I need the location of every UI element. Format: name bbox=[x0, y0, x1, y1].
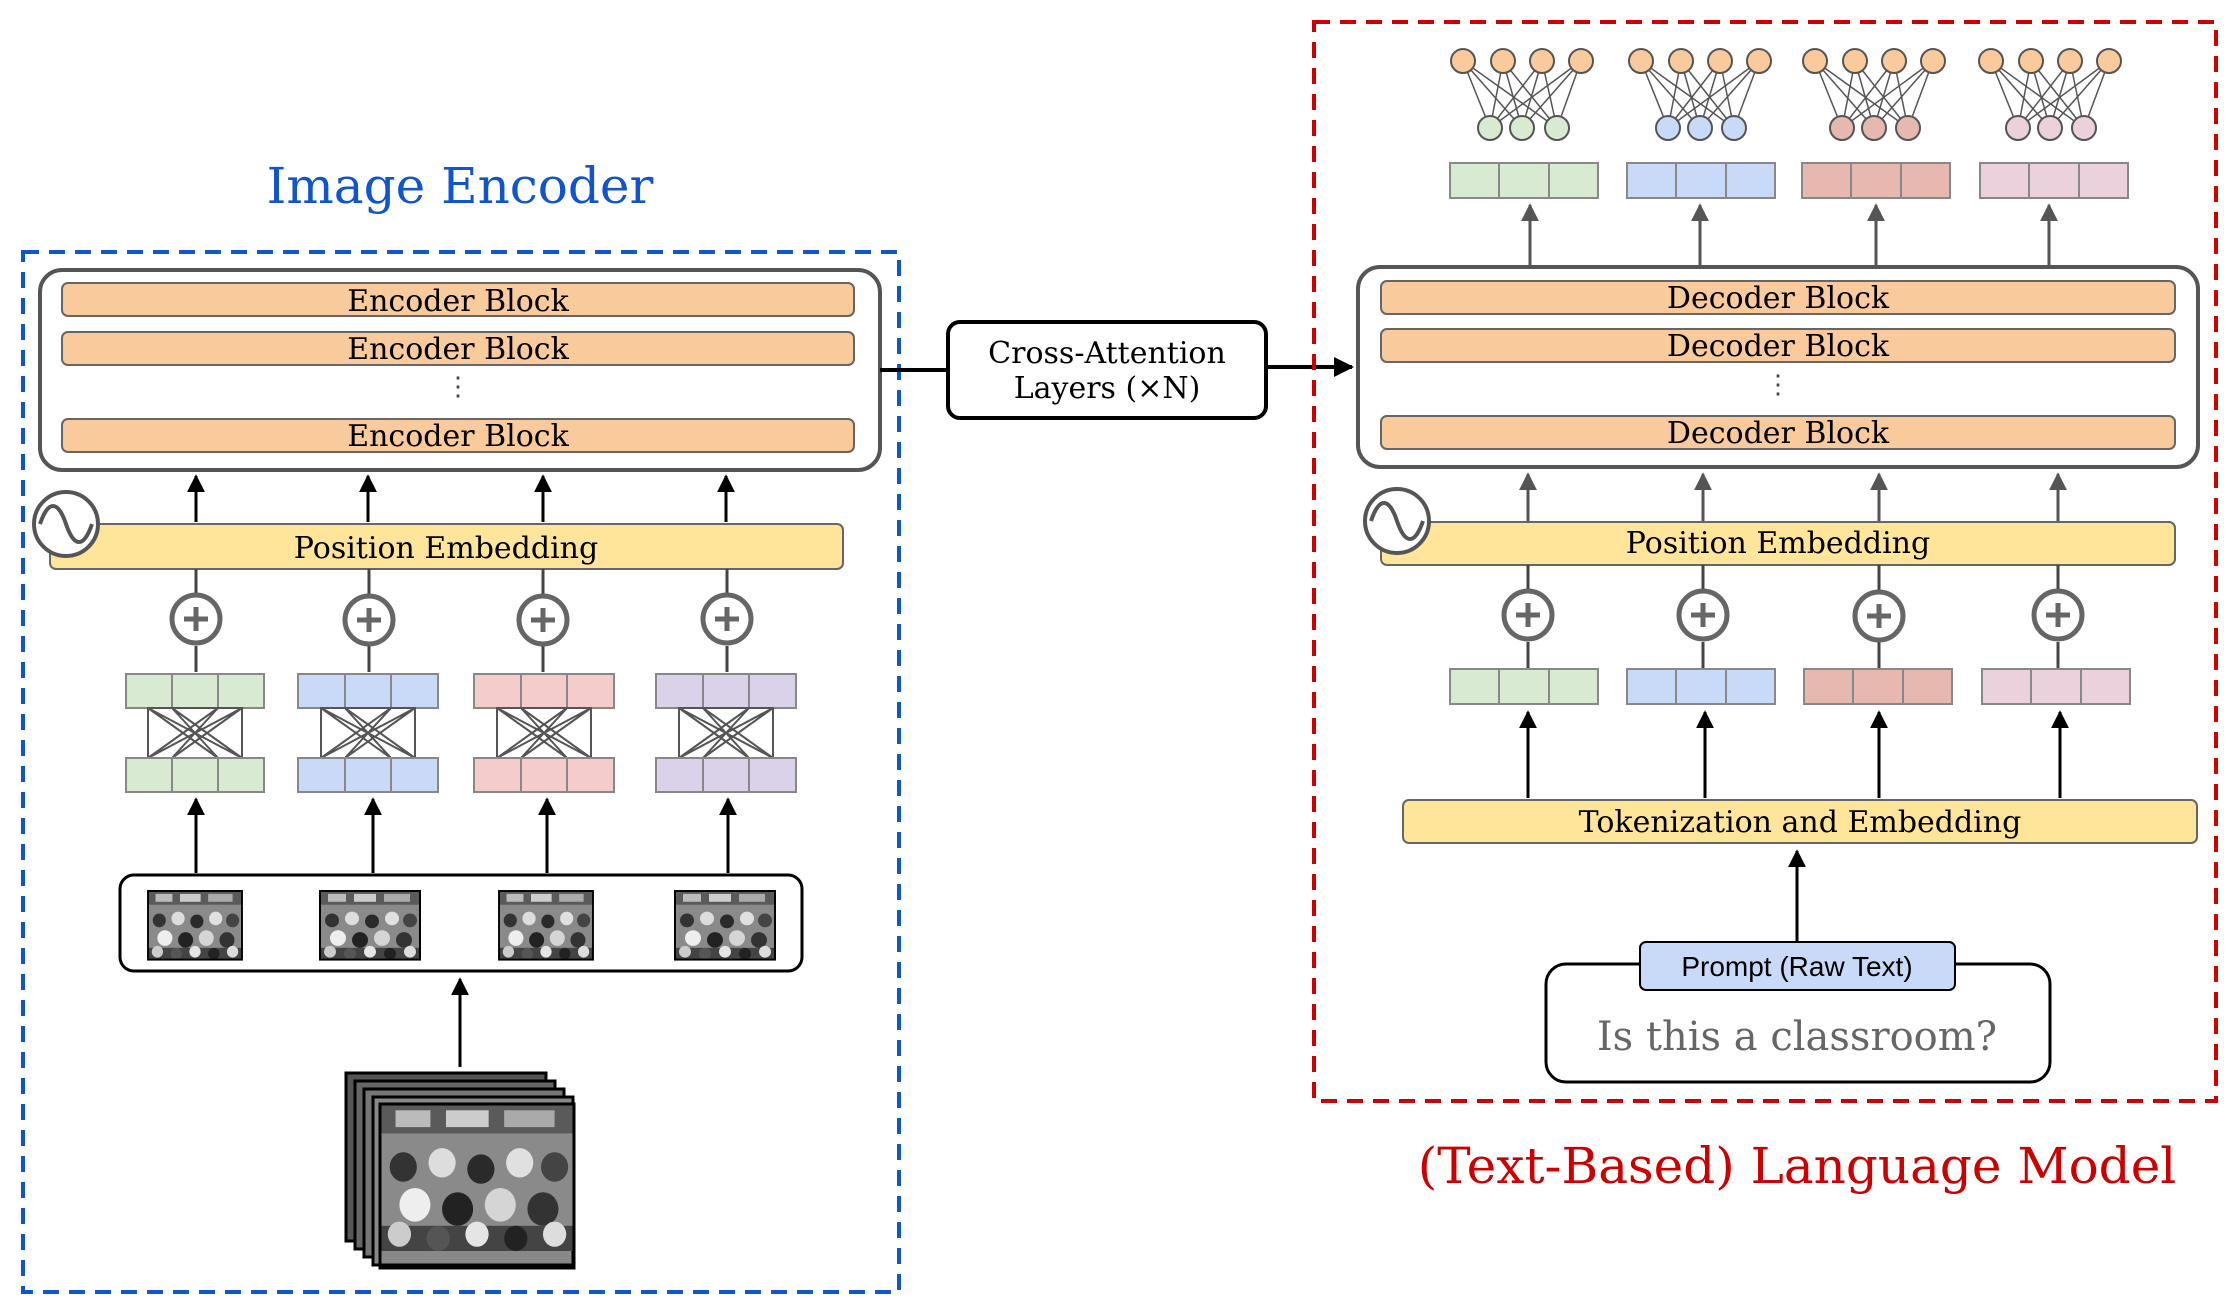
neural-network-icon bbox=[1450, 48, 1594, 141]
cross-attention-line1: Cross-Attention bbox=[988, 336, 1226, 371]
encoder-block-3: Encoder Block bbox=[61, 418, 855, 454]
decoder-block-label: Decoder Block bbox=[1667, 329, 1890, 364]
cross-connection-icon bbox=[147, 707, 243, 759]
cross-attention-box bbox=[946, 320, 1268, 420]
cross-connection-icon bbox=[320, 707, 416, 759]
tokenization-embedding bbox=[1402, 799, 2198, 844]
input-token-group-3 bbox=[1803, 668, 1953, 705]
prompt-label-box bbox=[1639, 941, 1956, 991]
encoder-block-label: Encoder Block bbox=[347, 419, 569, 454]
frame-to-patch-arrows bbox=[187, 797, 737, 873]
encoder-block-2: Encoder Block bbox=[61, 331, 855, 367]
plus-circle-icon bbox=[700, 592, 754, 646]
decoder-position-embedding-label: Position Embedding bbox=[1626, 526, 1930, 561]
video-frame-stack bbox=[344, 1071, 576, 1270]
output-token-group-3 bbox=[1801, 162, 1951, 199]
output-token-group-2 bbox=[1626, 162, 1776, 199]
plus-circle-icon bbox=[1501, 588, 1555, 642]
encoder-frame bbox=[21, 250, 901, 1294]
classroom-photo-icon bbox=[498, 890, 594, 961]
language-model-title: (Text-Based) Language Model bbox=[1418, 1137, 2177, 1195]
neural-network-icon bbox=[1978, 48, 2122, 141]
decoder-plus-connectors bbox=[1526, 565, 2060, 668]
plus-circle-icon bbox=[169, 592, 223, 646]
neural-network-icon bbox=[1628, 48, 1772, 141]
encoder-plus-connectors bbox=[194, 569, 729, 672]
sine-wave-icon bbox=[1363, 487, 1431, 555]
encoder-ellipsis: ⋮ bbox=[445, 372, 471, 402]
plus-circle-icon bbox=[2031, 588, 2085, 642]
classroom-photo-icon bbox=[319, 890, 421, 961]
patch-embedding-group-1 bbox=[125, 673, 265, 793]
sine-wave-icon bbox=[32, 490, 100, 558]
decoder-block-label: Decoder Block bbox=[1667, 281, 1890, 316]
patch-embedding-group-3 bbox=[473, 673, 615, 793]
encoder-title: Image Encoder bbox=[267, 157, 654, 215]
decoder-input-arrows bbox=[1519, 472, 2067, 522]
plus-circle-icon bbox=[1852, 589, 1906, 643]
patch-embedding-group-4 bbox=[655, 673, 797, 793]
plus-circle-icon bbox=[1676, 588, 1730, 642]
classroom-photo-icon bbox=[147, 890, 243, 961]
input-token-group-2 bbox=[1626, 668, 1776, 705]
output-token-group-1 bbox=[1449, 162, 1599, 199]
encoder-block-label: Encoder Block bbox=[347, 284, 569, 319]
decoder-block-2: Decoder Block bbox=[1380, 328, 2176, 364]
plus-circle-icon bbox=[342, 593, 396, 647]
prompt-label: Prompt (Raw Text) bbox=[1681, 951, 1912, 982]
cross-attention-line2: Layers (×N) bbox=[1014, 371, 1201, 406]
encoder-block-label: Encoder Block bbox=[347, 332, 569, 367]
cross-connection-icon bbox=[678, 707, 774, 759]
input-token-group-1 bbox=[1449, 668, 1599, 705]
prompt-text: Is this a classroom? bbox=[1597, 1014, 1997, 1060]
sampled-frames-box bbox=[118, 873, 804, 973]
tokenization-arrows bbox=[1519, 710, 2069, 798]
patch-embedding-group-2 bbox=[297, 673, 439, 793]
decoder-block-1: Decoder Block bbox=[1380, 280, 2176, 316]
decoder-block-3: Decoder Block bbox=[1380, 415, 2176, 451]
cross-connection-icon bbox=[496, 707, 592, 759]
classroom-photo-icon bbox=[674, 890, 776, 961]
output-token-group-4 bbox=[1979, 162, 2129, 199]
tokenization-embedding-label: Tokenization and Embedding bbox=[1579, 805, 2022, 840]
encoder-position-embedding-label: Position Embedding bbox=[294, 531, 598, 566]
encoder-block-1: Encoder Block bbox=[61, 282, 855, 319]
neural-network-icon bbox=[1802, 48, 1946, 141]
encoder-input-arrows bbox=[187, 474, 735, 522]
language-model-frame bbox=[1312, 20, 2218, 1103]
decoder-output-arrows bbox=[1521, 203, 2058, 265]
decoder-block-label: Decoder Block bbox=[1667, 416, 1890, 451]
input-token-group-4 bbox=[1981, 668, 2131, 705]
plus-circle-icon bbox=[516, 593, 570, 647]
decoder-ellipsis: ⋮ bbox=[1765, 370, 1791, 400]
classroom-photo-icon bbox=[380, 1104, 574, 1251]
